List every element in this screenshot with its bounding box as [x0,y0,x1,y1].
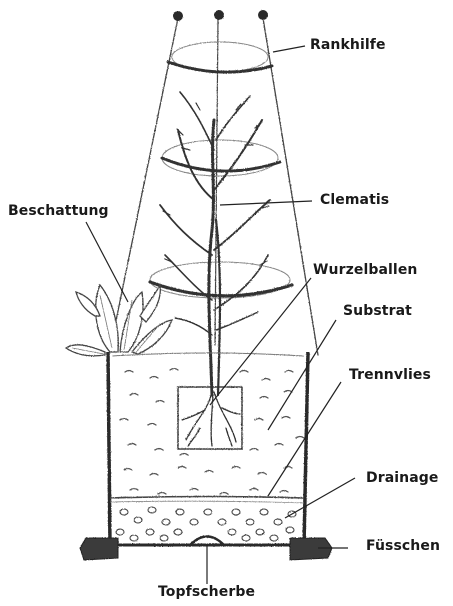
label-fuesschen: Füsschen [366,538,440,554]
shading-plant [66,285,172,356]
label-substrat: Substrat [343,303,412,319]
label-clematis: Clematis [320,192,389,208]
root-ball [178,387,242,449]
pot-foot-right [290,538,332,560]
label-topfscherbe: Topfscherbe [158,584,255,600]
trellis-ball-middle [214,10,224,20]
label-rankhilfe: Rankhilfe [310,37,386,53]
label-drainage: Drainage [366,470,439,486]
trellis-tip-balls [173,10,268,21]
label-trennvlies: Trennvlies [349,367,431,383]
label-wurzelballen: Wurzelballen [313,262,417,278]
separation-fleece [110,497,304,504]
trellis-ball-left [173,11,183,21]
pot-foot-left [80,538,118,560]
trellis-ball-right [258,10,268,20]
pot-feet [80,538,332,560]
label-beschattung: Beschattung [8,203,109,219]
